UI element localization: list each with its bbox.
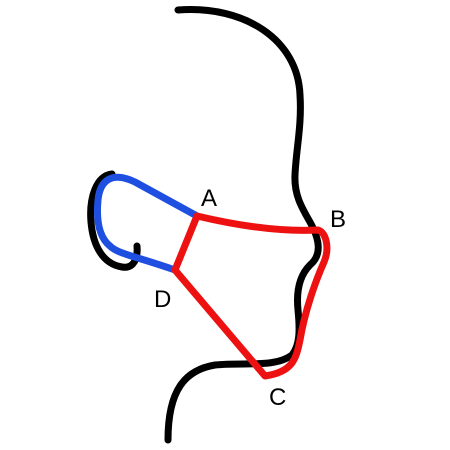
ear-loop-strap — [94, 173, 201, 274]
point-label-b: B — [330, 206, 346, 233]
face-profile-outline — [164, 6, 322, 444]
point-label-c: C — [269, 384, 286, 411]
point-label-d: D — [154, 286, 171, 313]
ear-outline — [87, 170, 141, 271]
point-label-a: A — [201, 185, 217, 212]
mask-outline — [171, 212, 331, 380]
